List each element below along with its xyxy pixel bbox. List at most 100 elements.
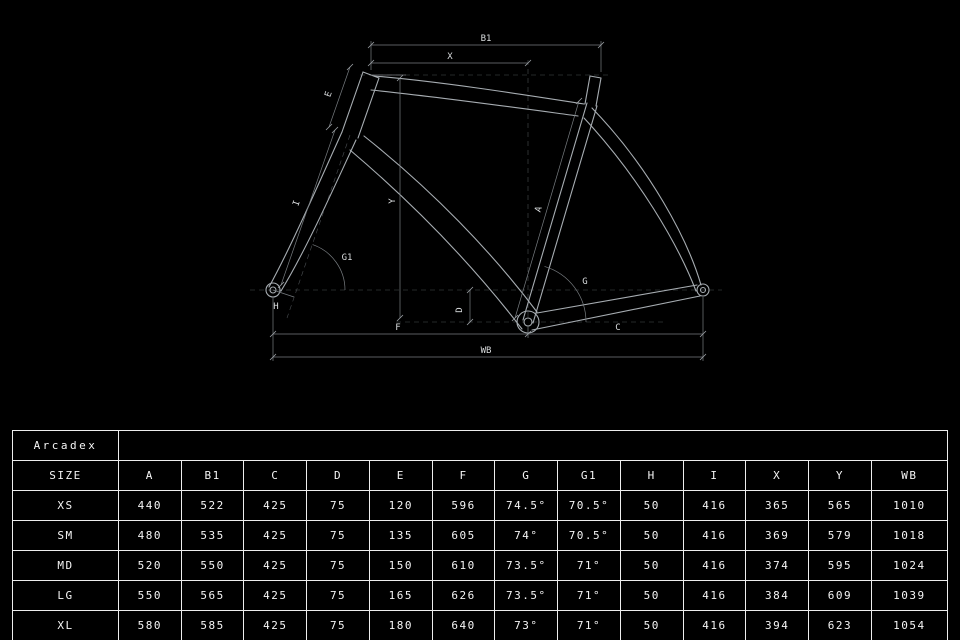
value-cell: 165	[368, 580, 433, 611]
value-cell: 522	[180, 490, 245, 521]
value-cell: 50	[619, 490, 684, 521]
value-cell: 416	[682, 580, 747, 611]
value-cell: 609	[808, 580, 872, 611]
dim-label-b1: B1	[481, 34, 492, 44]
value-cell: 1018	[870, 520, 949, 551]
value-cell: 425	[243, 520, 308, 551]
value-cell: 416	[682, 520, 747, 551]
value-cell: 73.5°	[494, 550, 559, 581]
value-cell: 425	[243, 490, 308, 521]
value-cell: 585	[180, 610, 245, 640]
dim-label-d: D	[455, 307, 465, 312]
value-cell: 1039	[870, 580, 949, 611]
value-cell: 73.5°	[494, 580, 559, 611]
value-cell: 394	[745, 610, 810, 640]
value-cell: 150	[368, 550, 433, 581]
value-cell: 535	[180, 520, 245, 551]
value-cell: 50	[619, 520, 684, 551]
column-header: X	[745, 460, 810, 491]
dim-label-i: I	[291, 199, 302, 207]
value-cell: 71°	[557, 550, 621, 581]
value-cell: 425	[243, 580, 308, 611]
value-cell: 74.5°	[494, 490, 559, 521]
column-header: G	[494, 460, 559, 491]
value-cell: 416	[682, 490, 747, 521]
dim-label-x: X	[447, 52, 453, 62]
column-header: E	[368, 460, 433, 491]
value-cell: 1024	[870, 550, 949, 581]
frame-geometry-diagram: B1 X E I Y A G G1 H D F C WB	[250, 34, 722, 361]
value-cell: 365	[745, 490, 810, 521]
value-cell: 440	[118, 490, 182, 521]
column-header: G1	[557, 460, 621, 491]
value-cell: 180	[368, 610, 433, 640]
value-cell: 50	[619, 610, 684, 640]
size-cell: LG	[12, 580, 119, 611]
value-cell: 416	[682, 610, 747, 640]
column-header: C	[243, 460, 308, 491]
dim-label-g1: G1	[342, 253, 353, 263]
value-cell: 480	[118, 520, 182, 551]
value-cell: 425	[243, 610, 308, 640]
column-header: SIZE	[12, 460, 119, 491]
value-cell: 369	[745, 520, 810, 551]
dim-label-e: E	[323, 90, 334, 98]
title-row: Arcadex	[12, 430, 948, 461]
value-cell: 640	[431, 610, 496, 640]
value-cell: 71°	[557, 610, 621, 640]
value-cell: 73°	[494, 610, 559, 640]
value-cell: 135	[368, 520, 433, 551]
value-cell: 626	[431, 580, 496, 611]
dim-label-h: H	[273, 302, 278, 312]
size-cell: SM	[12, 520, 119, 551]
dim-label-f: F	[395, 323, 400, 333]
value-cell: 580	[118, 610, 182, 640]
column-header: B1	[180, 460, 245, 491]
value-cell: 70.5°	[557, 520, 621, 551]
value-cell: 565	[180, 580, 245, 611]
column-header: Y	[808, 460, 872, 491]
dim-label-y: Y	[388, 198, 398, 204]
value-cell: 75	[306, 550, 370, 581]
value-cell: 550	[118, 580, 182, 611]
dimension-labels: B1 X E I Y A G G1 H D F C WB	[273, 34, 620, 356]
dim-label-wb: WB	[481, 346, 492, 356]
size-cell: MD	[12, 550, 119, 581]
column-header: I	[682, 460, 747, 491]
dim-label-a: A	[534, 205, 545, 214]
column-header: F	[431, 460, 496, 491]
value-cell: 74°	[494, 520, 559, 551]
value-cell: 75	[306, 490, 370, 521]
size-cell: XL	[12, 610, 119, 640]
size-cell: XS	[12, 490, 119, 521]
column-header: D	[306, 460, 370, 491]
value-cell: 1054	[870, 610, 949, 640]
column-header: A	[118, 460, 182, 491]
value-cell: 596	[431, 490, 496, 521]
value-cell: 70.5°	[557, 490, 621, 521]
column-header: H	[619, 460, 684, 491]
value-cell: 565	[808, 490, 872, 521]
value-cell: 75	[306, 520, 370, 551]
value-cell: 425	[243, 550, 308, 581]
column-header: WB	[870, 460, 949, 491]
value-cell: 416	[682, 550, 747, 581]
construction-lines	[250, 60, 722, 323]
title-filler-cell	[118, 430, 948, 461]
value-cell: 75	[306, 580, 370, 611]
value-cell: 520	[118, 550, 182, 581]
value-cell: 75	[306, 610, 370, 640]
value-cell: 71°	[557, 580, 621, 611]
value-cell: 610	[431, 550, 496, 581]
value-cell: 623	[808, 610, 872, 640]
value-cell: 50	[619, 550, 684, 581]
dim-label-c: C	[615, 323, 620, 333]
value-cell: 384	[745, 580, 810, 611]
